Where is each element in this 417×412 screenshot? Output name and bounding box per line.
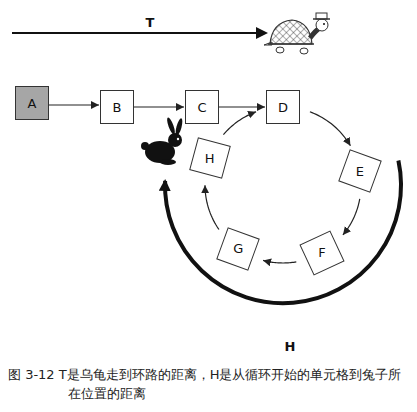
cell-label: F — [318, 246, 325, 259]
list-cell: F — [305, 236, 339, 270]
distance-label: H — [285, 340, 296, 353]
cell-label: E — [356, 165, 364, 178]
pointer-arrow — [263, 260, 296, 263]
pointer-arrow — [223, 112, 256, 135]
cell-label: C — [197, 101, 206, 114]
pointer-arrow — [310, 112, 351, 146]
pointer-arrow — [49, 104, 99, 105]
cell-border — [189, 138, 229, 178]
pointer-arrow — [219, 106, 265, 107]
cell-label: B — [113, 101, 122, 114]
cell-border — [101, 91, 134, 124]
cell-label: A — [28, 97, 37, 110]
rabbit-figure — [141, 117, 184, 165]
list-cell: A — [15, 86, 49, 120]
distance-label: T — [146, 16, 155, 29]
cell-border — [267, 91, 300, 124]
list-cell: B — [100, 90, 134, 124]
pointer-arrow — [205, 185, 219, 229]
cell-label: H — [205, 152, 215, 165]
figure-caption: 图 3-12 T是乌龟走到环路的距离，H是从循环开始的单元格到兔子所在位置的距离 — [8, 366, 404, 404]
list-cell: E — [343, 154, 377, 188]
list-cell: C — [185, 90, 219, 124]
cell-border — [339, 150, 381, 192]
pointer-arrow — [134, 106, 184, 107]
turtle-figure — [264, 13, 330, 54]
list-cell: D — [266, 90, 300, 124]
distance-arrow — [12, 32, 266, 34]
cell-border — [186, 91, 219, 124]
cell-border — [217, 228, 259, 270]
list-cell: H — [193, 141, 227, 175]
cell-border — [300, 231, 344, 275]
cell-label: G — [233, 242, 243, 255]
cell-label: D — [278, 101, 288, 114]
cell-border — [16, 87, 49, 120]
list-cell: G — [221, 232, 255, 266]
pointer-arrow — [343, 199, 360, 235]
